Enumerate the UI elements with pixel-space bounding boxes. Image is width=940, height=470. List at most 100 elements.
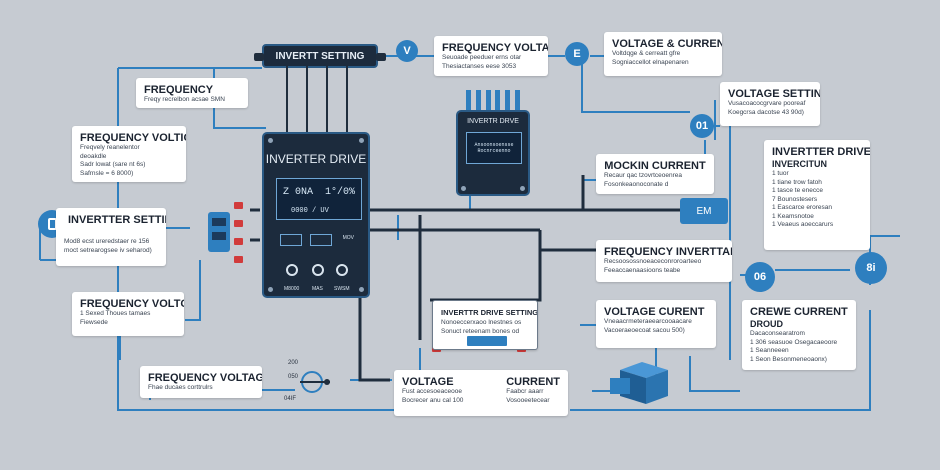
banner-lead [326,66,328,132]
banner-plug-left [254,53,264,61]
screw [461,186,466,191]
list-item: 1 306 seasuoe Osegacaeoore [750,338,838,346]
card-line: Bocrecer anu cal 100 [402,396,464,404]
card-title: VOLTAGE & CURRENT [612,38,722,50]
card-line: moct setrearogsee iv seharod) [64,246,152,254]
card-voltage-current-bottom: VOLTAGE Fust accesoeaceooe Bocrecer anu … [394,370,568,416]
card-frequency-inverttaiv: FREQUENCY INVERTTAIV Recsoosossnoeacecon… [596,240,732,282]
card-voltage-current-top: VOLTAGE & CURRENT Voltdqge & cerreatt gf… [604,32,722,76]
list-item: Dacaconsearatrom [750,330,805,337]
card-frequency-voltge: FREQUENCY VOLTGE 1 Sexed Thoues tamaes F… [72,292,184,336]
drive-key-1[interactable] [280,234,302,246]
card-line: Sogniaccellot elnapenaren [612,58,689,66]
card-line: Nonoeccerxaoo lnestnes os [441,319,522,326]
voltage-block: VOLTAGE Fust accesoeaceooe Bocrecer anu … [402,376,463,410]
display-sub-readout: 0000 / UV [291,207,329,215]
voltage-title: VOLTAGE [402,376,454,388]
card-line: Freqvely reanelentor [80,144,140,151]
card-invertter-setting: INVERTTER SETTING Mod8 ecst ureredstaer … [56,208,166,266]
list-item: 1 tuor [772,170,789,177]
cube-unit [610,362,668,404]
sensor-tag-top: 200 [288,360,299,366]
banner-lead [286,66,288,132]
card-line: deoakdle [80,152,107,160]
current-title: CURRENT [506,376,560,388]
card-line: Voltdqge & cerreatt gfre [612,50,681,57]
circle-e-icon: E [565,42,589,66]
list-item: 1 tasce te enecce [772,187,823,194]
card-inverter-drive-settings: INVERTTR DRIVE SETTINGS Nonoeccerxaoo ln… [432,300,538,350]
sensor-tag-bot: 04IF [284,396,297,402]
display-readout-right: 1°/0% [324,187,355,198]
small-drive-display: Ansoonsoensse Rocnrceenno [466,132,522,164]
red-connector [234,220,243,227]
main-inverter-drive: INVERTER DRIVE Z 0NA 1°/0% 0000 / UV MOV… [262,132,370,298]
circle-v-icon: V [396,40,418,62]
card-line: Seuoade peeduer erns otar [442,54,522,61]
card-line: 1 Sexed Thoues tamaes [80,310,151,317]
card-frequency-voltage-bottom: FREQUENCY VOLTAGE Fhae ducaes corttrulrs [140,366,262,398]
card-line: Koegcrsa dacotse 43 90d) [728,108,804,116]
card-title: INVERTTER SETTING [68,214,166,226]
card-line: Vacoeraeoecoat sacou 500) [604,326,685,334]
card-title: FREQUENCY INVERTTAIV [604,246,732,258]
card-line: Fiewsede [80,318,108,326]
sensor-probe [300,371,330,393]
card-line: Faabcr aaarr [506,388,544,395]
drive-key-2[interactable] [310,234,332,246]
card-title: VOLTAGE CURENT [604,306,705,318]
circle-01-icon: 01 [690,114,714,138]
card-title: VOLTAGE SETTING [728,88,820,100]
list-item: 1 Seanneeen [750,347,789,354]
banner-label: INVERTT SETTING [275,50,365,62]
drive-knob-3[interactable] [336,264,348,276]
card-line: Fhae ducaes corttrulrs [148,384,213,391]
banner-lead [346,66,348,132]
card-line: Vosooeetecear [506,396,550,404]
screw [268,138,273,143]
card-line: Fosonkeaonoconate d [604,180,669,188]
current-block: CURRENT Faabcr aaarr Vosooeetecear [506,376,560,410]
small-inverter-drive: INVERTR DRVE Ansoonsoensse Rocnrceenno [456,110,530,196]
card-title: FREQUENCY VOLTICES [80,132,186,144]
display-readout-left: Z 0NA [283,187,314,198]
red-connector [234,238,243,245]
small-drive-pins [466,90,520,110]
card-line: Vusacoacocgrvare pooreaf [728,100,806,107]
screw [359,138,364,143]
circle-06-icon: 06 [745,262,775,292]
small-drive-title: INVERTR DRVE [467,118,519,125]
card-line: Mod8 ecst ureredstaer re 156 [64,238,150,245]
drive-side-label: MOV [342,235,354,241]
card-frequency: FREQUENCY Freqy recrelbon acsae SMN [136,78,248,108]
small-drive-sub2: Rocnrceenno [477,148,511,154]
red-connector [234,256,243,263]
card-title: INVERTTER DRIVE [772,146,870,158]
card-line: Thesiactanses eese 3053 [442,62,517,70]
card-title: INVERTTR DRIVE SETTINGS [441,308,538,317]
card-title: FREQUENCY VOLTGE [80,298,184,310]
red-connector [234,202,243,209]
invert-setting-banner: INVERTT SETTING [254,44,386,68]
banner-lead [306,66,308,132]
list-item: 1 Keamsnotoe [772,212,814,220]
card-crewe-current: CREWE CURRENT DROUD Dacaconsearatrom 1 3… [742,300,856,370]
card-invertter-drive-list: INVERTTER DRIVE INVERCITUN 1 tuor 1 tian… [764,140,870,250]
small-drive-sub: Ansoonsoensse [474,142,514,148]
card-title: MOCKIN CURRENT [604,160,706,172]
card-frequency-title: FREQUENCY [144,84,214,96]
knob-label-2: MAS [312,286,323,292]
card-line: Recaur qac tzovrtceoenrea [604,172,683,179]
drive-title: INVERTER DRIVE [265,152,367,166]
screw [268,287,273,292]
card-line: Vneaacrmeteraeearcooaacare [604,318,692,325]
knob-label-1: M8000 [284,286,300,292]
banner-plug-right [376,53,386,61]
card-frequency-line: Freqy recrelbon acsae SMN [144,96,225,103]
card-title-2: INVERCITUN [772,159,828,169]
drive-knob-1[interactable] [286,264,298,276]
box-unit: EM [680,198,728,224]
sensor-tag-mid: 050 [288,374,299,380]
drive-knob-2[interactable] [312,264,324,276]
blue-motor [208,212,230,252]
